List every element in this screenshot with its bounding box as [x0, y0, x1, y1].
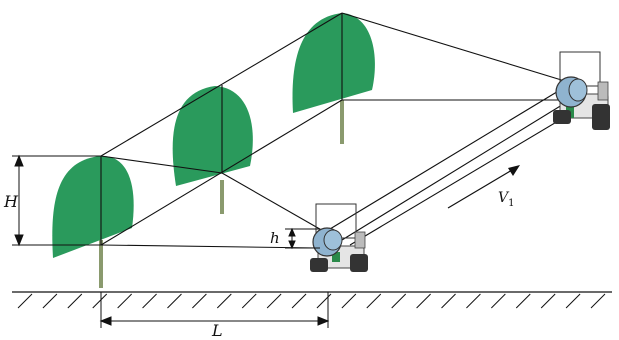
ground-hatch	[490, 293, 506, 309]
ground-hatch	[565, 293, 581, 309]
ground-hatch	[590, 293, 606, 309]
tree-2	[172, 86, 253, 214]
geometry-lines	[100, 12, 581, 249]
ground-hatching	[17, 293, 606, 309]
tree-trunk	[340, 100, 344, 144]
ground-hatch	[67, 293, 83, 309]
dimension-h	[285, 227, 320, 250]
ground-hatch	[341, 293, 357, 309]
ground-hatch	[366, 293, 382, 309]
tree-1	[52, 155, 134, 288]
tree-trunk	[220, 180, 224, 214]
label-L: L	[211, 321, 223, 340]
label-H: H	[3, 192, 19, 211]
ground-hatch	[291, 293, 307, 309]
ground-hatch	[416, 293, 431, 309]
ground-hatch	[192, 293, 207, 309]
ground-hatch	[540, 293, 556, 309]
ground-hatch	[241, 293, 257, 309]
tree-canopy	[292, 13, 375, 113]
ground-hatch	[117, 293, 133, 309]
tree-canopy	[52, 155, 134, 258]
velocity-arrow	[447, 165, 520, 209]
ground-hatch	[92, 293, 108, 309]
dimension-H	[12, 154, 101, 247]
dimension-L	[99, 292, 330, 328]
tree-3	[292, 13, 375, 144]
ground-hatch	[266, 293, 282, 309]
tree-row	[52, 13, 375, 288]
ground-hatch	[167, 293, 182, 309]
ground-hatch	[17, 293, 33, 309]
ground-hatch	[391, 293, 407, 309]
sprayer-near	[310, 203, 368, 272]
label-velocity: V1	[498, 190, 515, 209]
sprayer-far	[553, 51, 610, 130]
ground-hatch	[316, 293, 332, 309]
tree-canopy	[172, 86, 253, 186]
label-h: h	[270, 229, 280, 247]
ground-hatch	[515, 293, 531, 309]
ground-hatch	[216, 293, 232, 309]
ground-hatch	[42, 293, 58, 309]
ground-hatch	[142, 293, 157, 309]
ground-hatch	[466, 293, 481, 309]
ground-hatch	[441, 293, 456, 309]
ground	[12, 291, 612, 309]
tree-trunk	[99, 240, 103, 288]
